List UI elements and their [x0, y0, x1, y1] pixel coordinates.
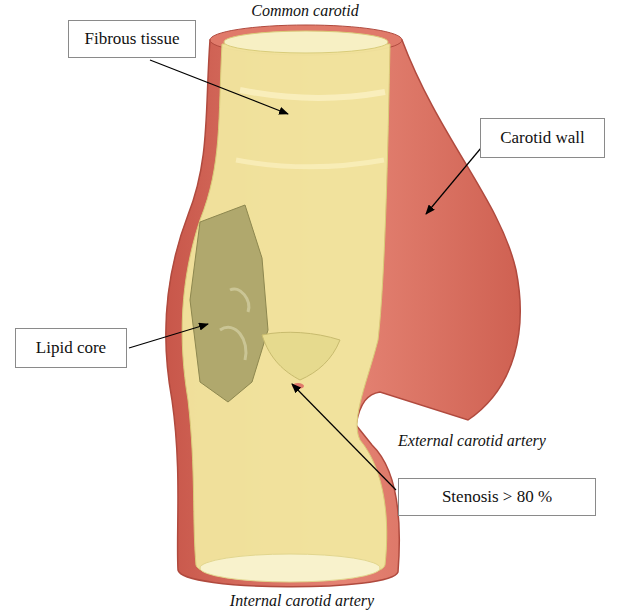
stenosis-box: Stenosis > 80 %	[398, 478, 596, 516]
leader-lines	[129, 60, 486, 490]
box-text: Carotid wall	[500, 128, 585, 148]
lipid-core-box: Lipid core	[15, 328, 127, 368]
lumen-fibrous	[182, 44, 390, 581]
fibrous-tissue-box: Fibrous tissue	[68, 20, 196, 58]
vessel-label: Common carotid	[251, 2, 358, 20]
box-text: Fibrous tissue	[85, 29, 180, 49]
box-text: Lipid core	[36, 338, 106, 358]
vessel-label: Internal carotid artery	[230, 592, 374, 610]
vessel-label: External carotid artery	[398, 432, 546, 450]
carotid-wall-box: Carotid wall	[480, 118, 605, 158]
box-text: Stenosis > 80 %	[442, 487, 552, 507]
lipid-core-shape	[190, 205, 268, 402]
stenosis-ridge	[262, 332, 340, 380]
